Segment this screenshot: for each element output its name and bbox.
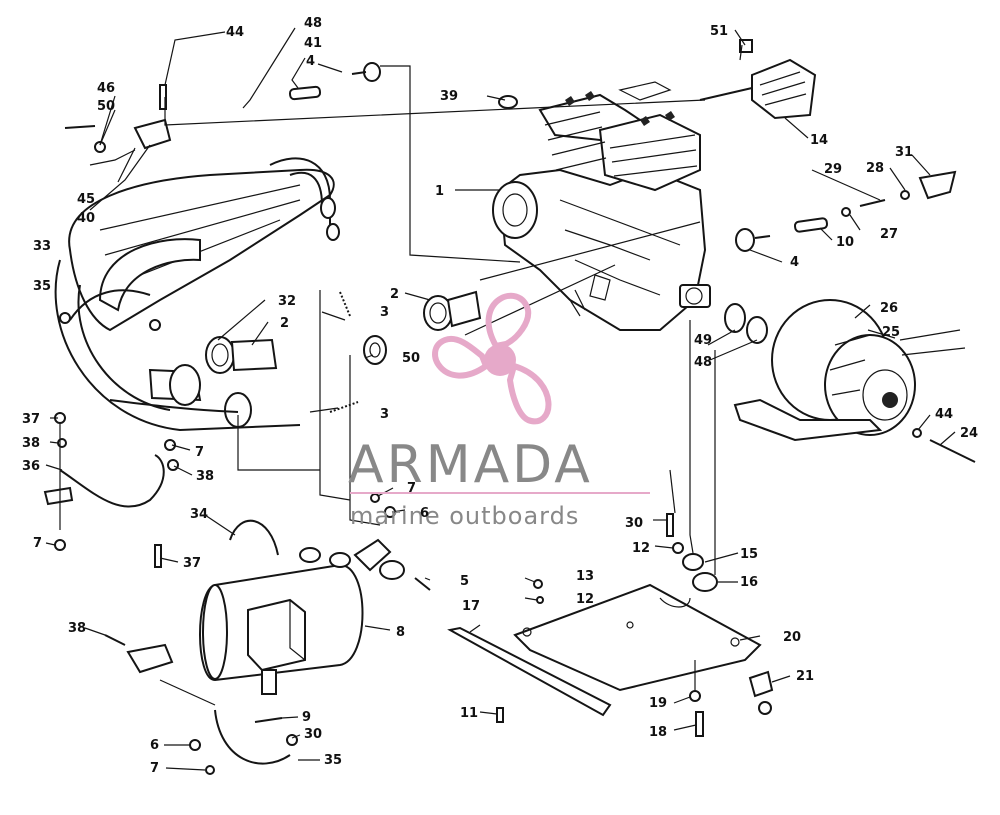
callout-46: 48 (304, 16, 322, 31)
armada-watermark: ARMADA marine outboards (348, 292, 650, 530)
callout-26: 28 (866, 161, 884, 176)
callout-13: 13 (576, 569, 594, 584)
callout-44: 44 (226, 25, 244, 40)
callout-36: 36 (22, 459, 40, 474)
callout-38b: 38 (196, 469, 214, 484)
small-hardware (54, 412, 774, 775)
callout-10: 10 (836, 235, 854, 250)
callout-30: 32 (278, 294, 296, 309)
callout-31: 33 (33, 239, 51, 254)
callout-16: 16 (740, 575, 758, 590)
callout-37: 37 (22, 412, 40, 427)
propeller-icon (432, 292, 552, 425)
callout-24: 26 (880, 301, 898, 316)
callout-7b: 7 (407, 481, 416, 496)
callout-7: 7 (195, 445, 204, 460)
callout-32: 30 (625, 516, 643, 531)
callout-12b: 12 (576, 592, 594, 607)
callout-28: 30 (304, 727, 322, 742)
callout-22: 24 (960, 426, 978, 441)
callout-3: 3 (380, 305, 389, 320)
callout-3b: 3 (380, 407, 389, 422)
callout-44b: 45 (77, 192, 95, 207)
callout-40: 39 (440, 89, 458, 104)
drive-clutch (733, 299, 976, 463)
callout-38: 38 (22, 436, 40, 451)
callout-12: 12 (632, 541, 650, 556)
callout-49: 50 (97, 99, 115, 114)
watermark-tagline: marine outboards (350, 502, 579, 530)
callout-15: 15 (740, 547, 758, 562)
callout-25: 27 (880, 227, 898, 242)
callout-7d: 7 (150, 761, 159, 776)
callout-33: 35 (33, 279, 51, 294)
callout-8: 8 (396, 625, 405, 640)
recoil-starter (699, 39, 817, 120)
callout-47: 48 (694, 355, 712, 370)
exhaust-flanges (205, 290, 482, 413)
brackets (64, 84, 174, 674)
callout-labels: 44 48 41 4 51 46 50 39 14 29 28 31 45 40… (22, 16, 978, 776)
callout-41: 40 (77, 211, 95, 226)
callout-17: 17 (462, 599, 480, 614)
callout-45: 46 (97, 81, 115, 96)
callout-43: 44 (935, 407, 953, 422)
callout-19: 19 (649, 696, 667, 711)
callout-20: 20 (783, 630, 801, 645)
callout-7c: 7 (33, 536, 42, 551)
oil-tank (199, 538, 405, 695)
callout-6: 6 (420, 506, 429, 521)
callout-4: 4 (306, 54, 315, 69)
callout-2: 2 (390, 287, 399, 302)
callout-48: 49 (694, 333, 712, 348)
callout-5: 5 (460, 574, 469, 589)
callout-6b: 6 (150, 738, 159, 753)
callout-34: 34 (190, 507, 208, 522)
engine-block (492, 81, 711, 331)
callout-1: 1 (435, 184, 444, 199)
callout-51: 51 (710, 24, 728, 39)
callout-4b: 4 (790, 255, 799, 270)
callout-37b: 37 (183, 556, 201, 571)
callout-35: 35 (324, 753, 342, 768)
leader-lines (45, 27, 956, 771)
callout-11: 11 (460, 706, 478, 721)
hoses-and-cables (43, 454, 291, 765)
callout-42: 41 (304, 36, 322, 51)
callout-14: 14 (810, 133, 828, 148)
callout-2b: 2 (280, 316, 289, 331)
callout-9: 9 (302, 710, 311, 725)
callout-39: 38 (68, 621, 86, 636)
callout-29: 31 (895, 145, 913, 160)
mounting-hardware (288, 62, 957, 344)
watermark-brand: ARMADA (348, 435, 593, 495)
exhaust-pipe-assembly (54, 157, 340, 432)
callout-18: 18 (649, 725, 667, 740)
callout-50: 50 (402, 351, 420, 366)
callout-27: 29 (824, 162, 842, 177)
skid-plate-and-rail (447, 583, 762, 717)
callout-21: 21 (796, 669, 814, 684)
callout-23: 25 (882, 325, 900, 340)
